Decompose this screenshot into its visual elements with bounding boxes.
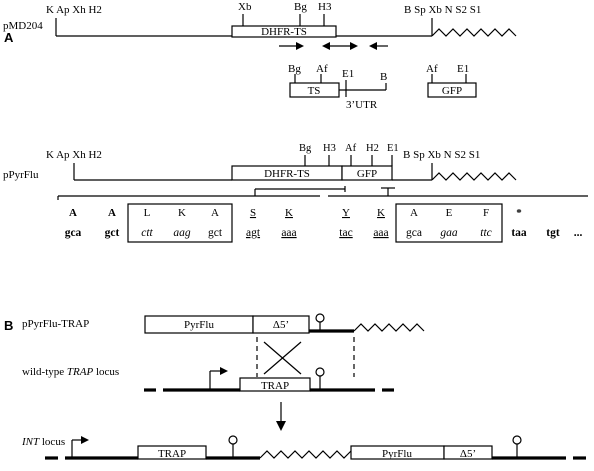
amino-acid-row: A A L K A S K Y K A E F * <box>69 207 522 219</box>
ppyrflu-sites-left: K Ap Xh H2 <box>46 149 102 161</box>
pmd204-map <box>55 14 517 38</box>
nt-right-4: gaa <box>440 227 458 239</box>
ts-box-label: TS <box>308 85 321 97</box>
nt-left-1: gca <box>65 227 82 239</box>
ppyrflu-dhfr-label: DHFR-TS <box>264 168 310 180</box>
nt-left-7: aaa <box>281 227 296 239</box>
aa-left-7: K <box>285 207 293 219</box>
ppyrflu-site-h3: H3 <box>323 143 336 154</box>
gfp-fragment: Af E1 GFP <box>426 63 477 98</box>
wt-locus-label: wild-type TRAP locus <box>22 366 119 378</box>
trap-plasmid-name: pPyrFlu-TRAP <box>22 318 89 330</box>
panel-a-label: A <box>4 30 14 45</box>
int-delta-label: Δ5’ <box>460 448 476 460</box>
int-locus-map <box>45 435 586 460</box>
trap-plasmid-map <box>144 313 425 334</box>
nt-right-3: gca <box>406 227 422 239</box>
aa-left-4: K <box>178 207 186 219</box>
trap-pyrflu-label: PyrFlu <box>184 319 214 331</box>
ppyrflu-site-af: Af <box>345 143 357 154</box>
pmd204-site-xb: Xb <box>238 1 252 13</box>
ppyrflu-site-h2: H2 <box>366 143 379 154</box>
nt-left-2: gct <box>105 227 120 239</box>
ts-site-b: B <box>380 71 387 83</box>
int-locus-label: INT locus <box>21 436 65 448</box>
gfp-box-label: GFP <box>442 85 462 97</box>
nt-left-4: aag <box>173 227 191 239</box>
aa-right-5: F <box>483 207 489 219</box>
nt-right-1: tac <box>339 227 352 239</box>
wt-trap-label: TRAP <box>261 380 289 392</box>
nt-left-5: gct <box>208 227 223 239</box>
ts-site-bg: Bg <box>288 63 301 75</box>
utr-label: 3’UTR <box>346 99 378 111</box>
aa-right-1: Y <box>342 207 350 219</box>
gfp-site-e1: E1 <box>457 63 469 75</box>
int-trap-label: TRAP <box>158 448 186 460</box>
ppyrflu-site-e1: E1 <box>387 143 399 154</box>
aa-left-5: A <box>211 207 219 219</box>
aa-right-4: E <box>446 207 453 219</box>
ts-fragment: Bg Af E1 B TS 3’UTR <box>288 63 387 111</box>
panel-b-label: B <box>4 318 13 333</box>
down-arrow <box>276 402 286 431</box>
nucleotide-row: gca gct ctt aag gct agt aaa tac aaa gca … <box>65 227 583 239</box>
aa-left-2: A <box>108 207 116 219</box>
pmd204-name: pMD204 <box>3 20 43 32</box>
crossover-lines <box>256 337 355 377</box>
ppyrflu-gfp-label: GFP <box>357 168 377 180</box>
ts-site-af: Af <box>316 63 328 75</box>
aa-stop: * <box>516 207 522 219</box>
trap-delta-label: Δ5’ <box>273 319 289 331</box>
aa-left-1: A <box>69 207 77 219</box>
ppyrflu-name: pPyrFlu <box>3 169 39 181</box>
ppyrflu-map <box>73 155 517 181</box>
pmd204-sites-left: K Ap Xh H2 <box>46 4 102 16</box>
aa-right-3: A <box>410 207 418 219</box>
junction-brackets <box>57 186 588 200</box>
pmd204-dhfr-label: DHFR-TS <box>261 26 307 38</box>
aa-left-3: L <box>144 207 151 219</box>
wt-locus-map <box>144 367 394 392</box>
linker-box-right <box>395 203 503 243</box>
ppyrflu-site-bg: Bg <box>299 143 312 154</box>
primer-arrows <box>279 42 388 50</box>
nt-right-7: tgt <box>546 227 560 239</box>
linker-box-left <box>127 203 233 243</box>
pmd204-site-h3: H3 <box>318 1 332 13</box>
ppyrflu-sites-right: B Sp Xb N S2 S1 <box>403 149 480 161</box>
pmd204-sites-right: B Sp Xb N S2 S1 <box>404 4 481 16</box>
nt-right-2: aaa <box>373 227 388 239</box>
aa-left-6: S <box>250 207 256 219</box>
nt-right-5: ttc <box>480 227 492 239</box>
nt-left-3: ctt <box>141 227 153 239</box>
pmd204-site-bg: Bg <box>294 1 307 13</box>
nt-stop-codon: taa <box>511 227 527 239</box>
ts-site-e1: E1 <box>342 68 354 80</box>
nt-ellipsis: ... <box>574 227 583 239</box>
gfp-site-af: Af <box>426 63 438 75</box>
nt-left-6: agt <box>246 227 261 239</box>
aa-right-2: K <box>377 207 385 219</box>
int-pyrflu-label: PyrFlu <box>382 448 412 460</box>
